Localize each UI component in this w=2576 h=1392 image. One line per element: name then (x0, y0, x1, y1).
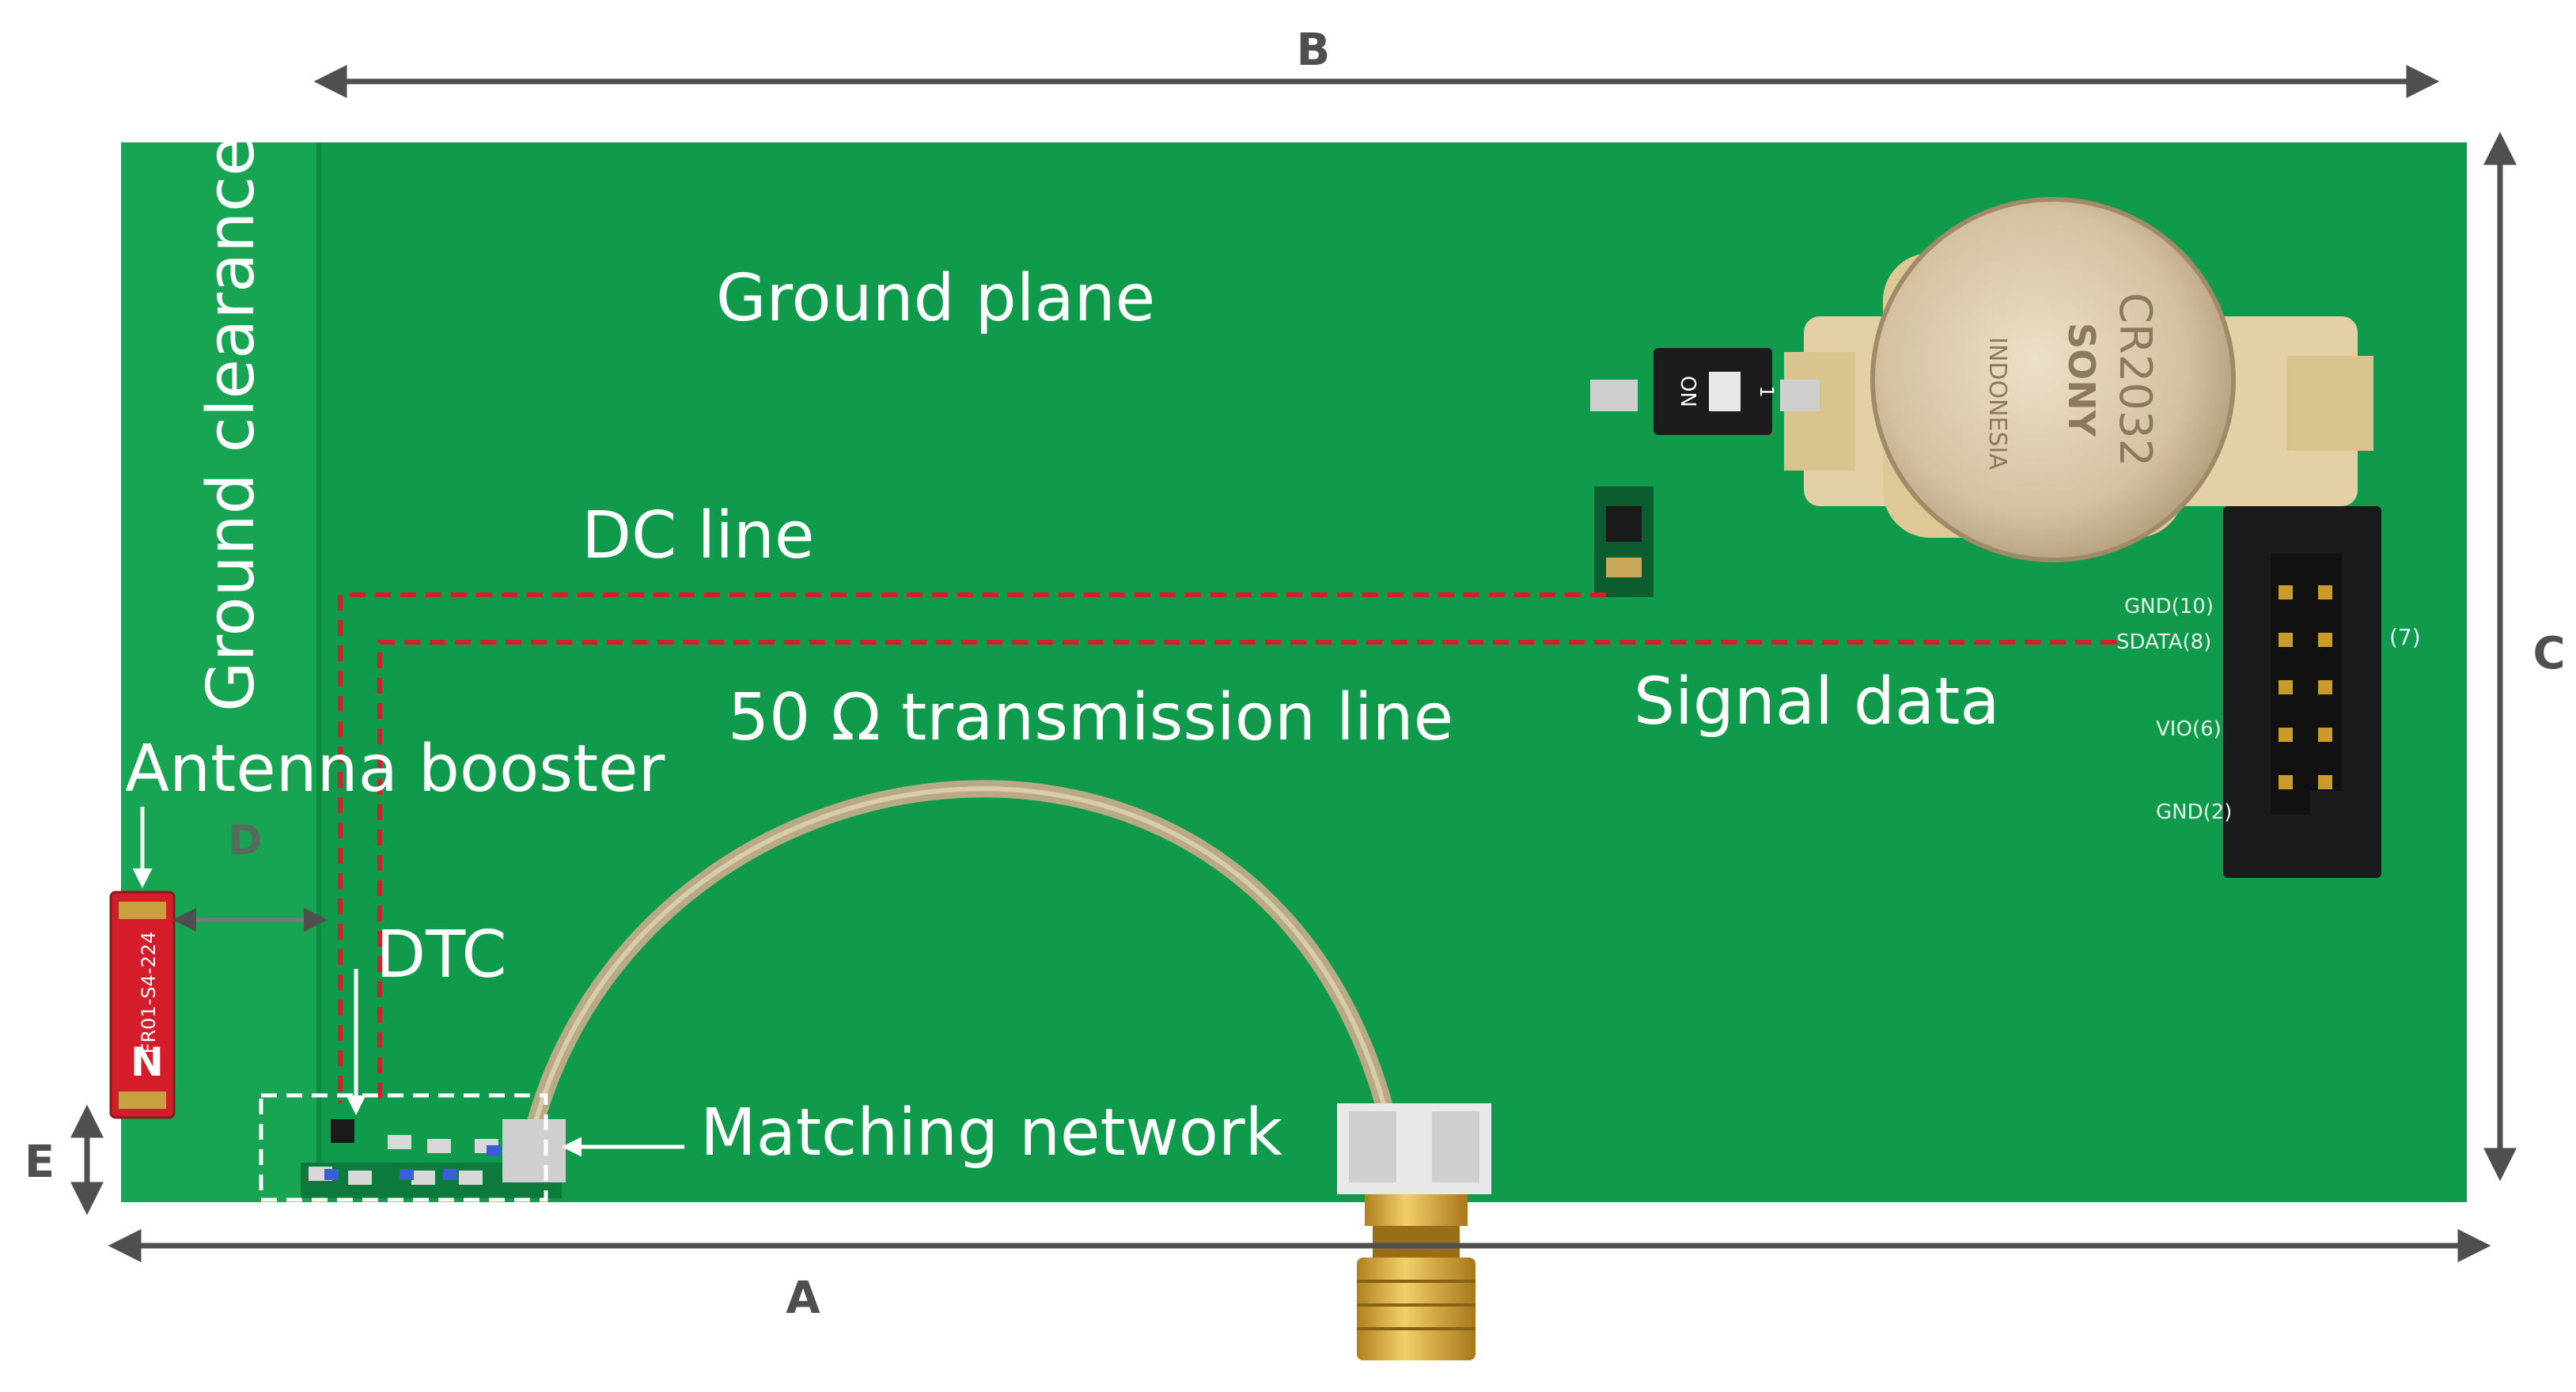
dtc-chip (331, 1119, 354, 1143)
pin-label-gnd-2: GND(2) (2156, 800, 2232, 824)
booster-part-text: FR01-S4-224 (138, 932, 160, 1054)
signal-data-trace (377, 640, 2116, 1103)
sma-connector (1337, 1103, 1491, 1360)
dimension-a-label: A (786, 1273, 820, 1324)
ground-clearance-label: Ground clearance (194, 136, 269, 712)
pin-header: GND(10) SDATA(8) (7) VIO(6) GND(2) (2116, 506, 2421, 878)
matching-network-label: Matching network (700, 1095, 1283, 1171)
battery-brand-text: SONY (2060, 323, 2103, 437)
power-switch: ON 1 (1590, 348, 1820, 435)
dtc-label: DTC (376, 917, 507, 993)
coin-cell-battery (1870, 197, 2236, 562)
matching-network-components (301, 1119, 566, 1198)
ground-plane-label: Ground plane (716, 261, 1155, 336)
antenna-booster-label: Antenna booster (125, 732, 665, 807)
switch-on-text: ON (1676, 376, 1699, 407)
dc-line-label: DC line (581, 498, 814, 573)
dimension-c-label: C (2532, 628, 2565, 679)
dc-line-trace (338, 592, 1606, 1103)
regulator-ic (1594, 486, 1654, 597)
matching-network-box (259, 1093, 548, 1202)
transmission-line-label: 50 Ω transmission line (728, 680, 1453, 755)
pin-label-sdata-8: SDATA(8) (2116, 630, 2211, 654)
pin-label-vio-6: VIO(6) (2156, 717, 2222, 741)
antenna-booster-chip: FR01-S4-224 N (109, 891, 176, 1119)
dimension-d-label: D (228, 817, 262, 864)
coaxial-cable-highlight (528, 786, 1395, 1145)
signal-data-label: Signal data (1634, 664, 2000, 740)
switch-one-text: 1 (1756, 385, 1778, 397)
dimension-e-label: E (25, 1137, 55, 1188)
pin-label-gnd-10: GND(10) (2124, 595, 2214, 618)
battery-holder: CR2032 SONY INDONESIA (1784, 197, 2373, 562)
dimension-b-label: B (1297, 25, 1331, 76)
battery-origin-text: INDONESIA (1983, 337, 2011, 470)
battery-model-text: CR2032 (2109, 293, 2161, 467)
pin-label-7: (7) (2389, 624, 2421, 650)
booster-logo-icon: N (131, 1039, 164, 1085)
